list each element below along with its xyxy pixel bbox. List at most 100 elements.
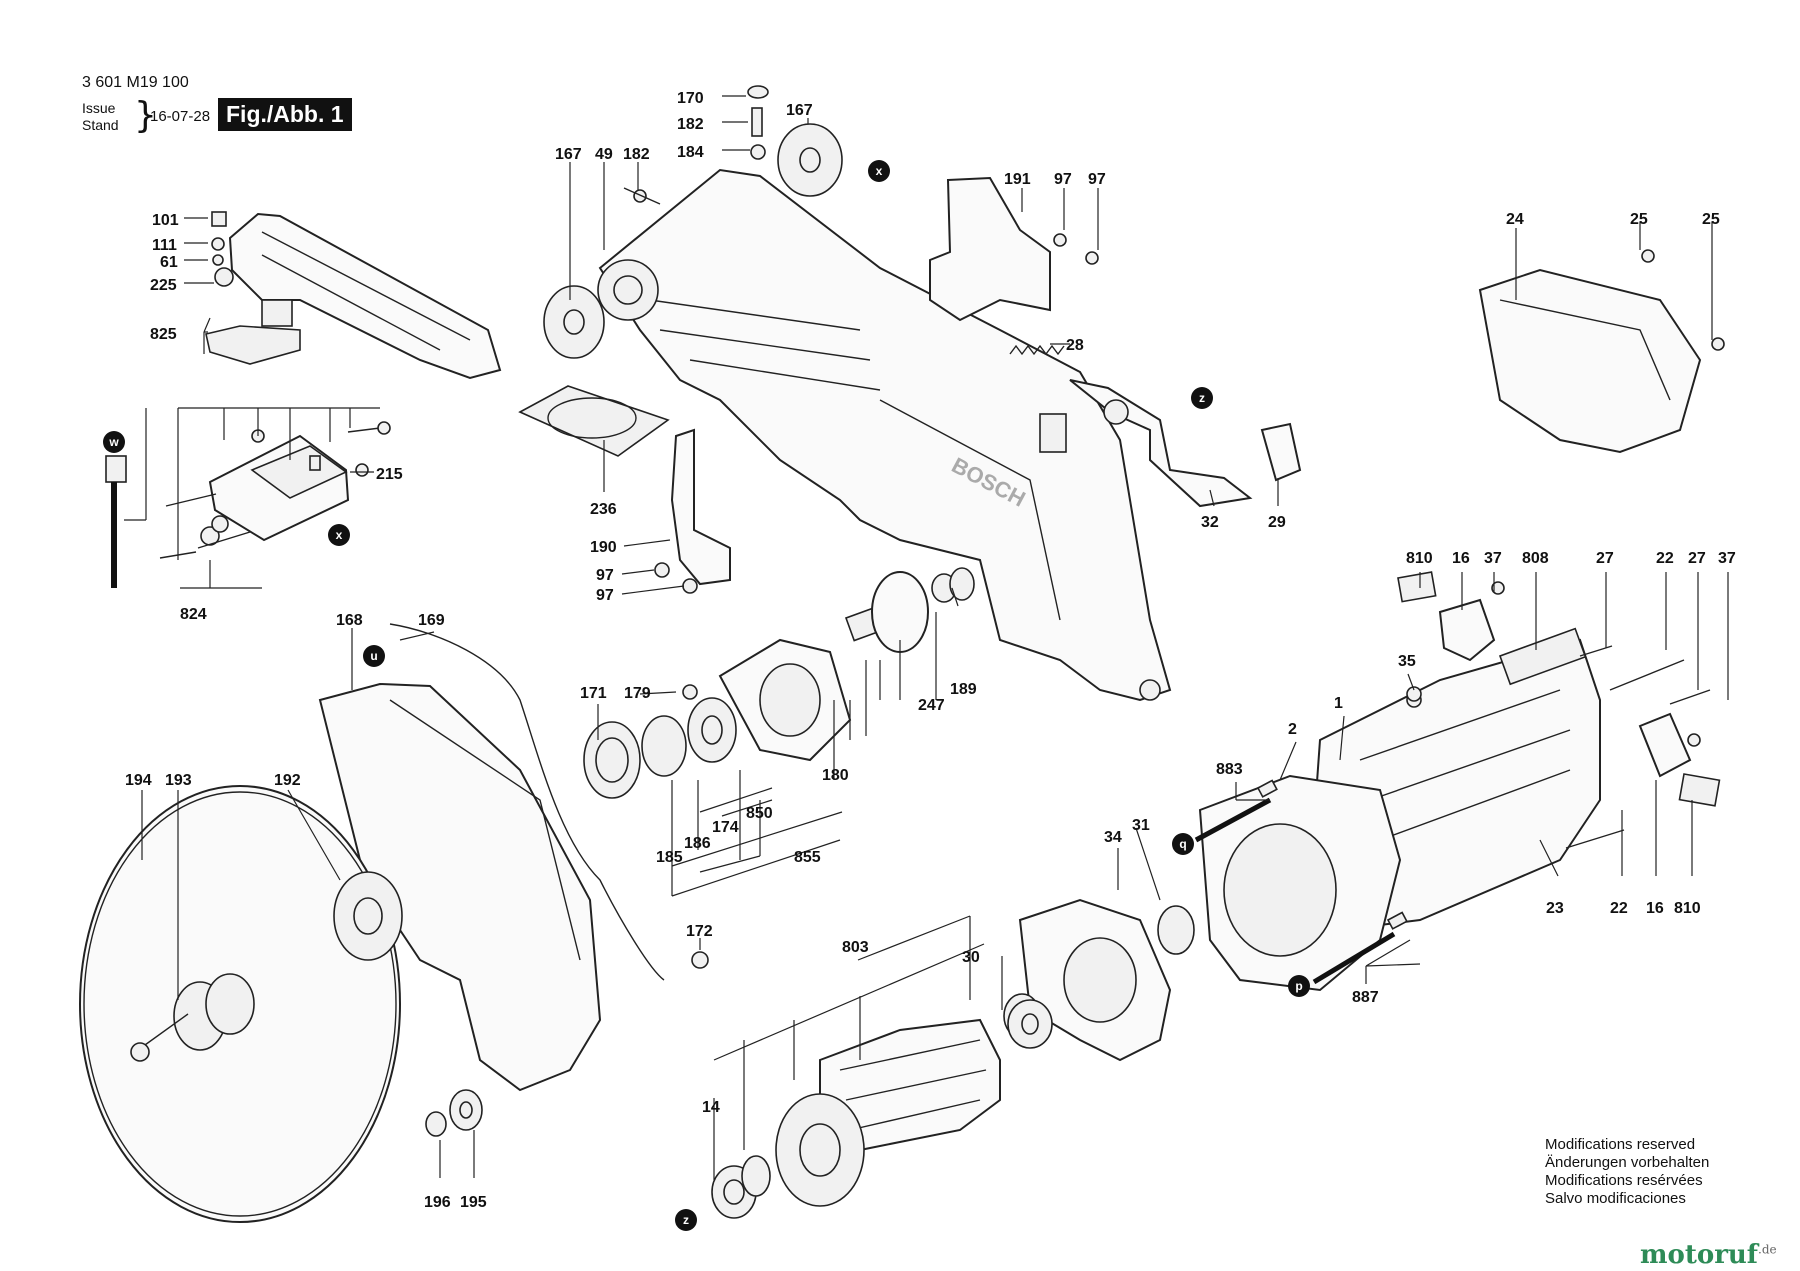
part-label: 25 <box>1630 211 1648 228</box>
fan-baffle-34-part <box>1018 898 1172 1062</box>
watermark-logo: motoruf.de <box>1640 1240 1777 1270</box>
part-label: 27 <box>1688 550 1706 567</box>
part-label: 49 <box>595 146 613 163</box>
marker-x-top: x <box>868 160 890 182</box>
part-label: 30 <box>962 949 980 966</box>
part-label: 191 <box>1004 171 1031 188</box>
part-label: 24 <box>1506 211 1524 228</box>
brace-symbol: } <box>134 95 157 136</box>
screw-35-part <box>1406 686 1422 702</box>
spring-28-part <box>1009 344 1065 356</box>
part-label: 196 <box>424 1194 451 1211</box>
part-label: 225 <box>150 277 177 294</box>
washer-167-left <box>543 285 605 359</box>
saw-blade-part <box>79 785 401 1223</box>
part-label: 170 <box>677 90 704 107</box>
part-label: 16 <box>1452 550 1470 567</box>
part-label: 168 <box>336 612 363 629</box>
svg-text:z: z <box>1199 391 1205 405</box>
bearing-31-part <box>1157 905 1195 955</box>
part-label: 35 <box>1398 653 1416 670</box>
upper-guard-part <box>205 211 502 380</box>
part-label: 14 <box>702 1099 720 1116</box>
bearing-14-part <box>711 1155 771 1219</box>
switch-assembly-part <box>105 421 391 588</box>
part-label: 192 <box>274 772 301 789</box>
part-label: 23 <box>1546 900 1564 917</box>
marker-p: p <box>1288 975 1310 997</box>
washer-196-part <box>425 1111 447 1137</box>
svg-text:x: x <box>876 164 883 178</box>
part-label: 16 <box>1646 900 1664 917</box>
issue-date: 16-07-28 <box>150 108 211 125</box>
part-label: 169 <box>418 612 445 629</box>
modifications-line-en: Modifications reserved <box>1545 1136 1696 1153</box>
part-label: 810 <box>1406 550 1433 567</box>
part-label: 27 <box>1596 550 1614 567</box>
svg-text:u: u <box>370 649 377 663</box>
part-label: 172 <box>686 923 713 940</box>
marker-q: q <box>1172 833 1194 855</box>
marker-z-bottom: z <box>675 1209 697 1231</box>
part-label: 28 <box>1066 337 1084 354</box>
modifications-line-fr: Modifications resérvées <box>1545 1172 1703 1189</box>
bearing-30-part <box>1007 999 1053 1049</box>
part-label: 824 <box>180 606 207 623</box>
part-label: 887 <box>1352 989 1379 1006</box>
watermark-suffix: .de <box>1758 1242 1777 1257</box>
part-label: 171 <box>580 685 607 702</box>
part-label: 97 <box>1088 171 1106 188</box>
part-label: 195 <box>460 1194 487 1211</box>
part-label: 186 <box>684 835 711 852</box>
part-label: 808 <box>1522 550 1549 567</box>
washer-167-right <box>777 123 843 197</box>
svg-text:q: q <box>1179 837 1186 851</box>
part-label: 61 <box>160 254 178 271</box>
part-label: 174 <box>712 819 739 836</box>
part-label: 179 <box>624 685 651 702</box>
watermark-text: motoruf <box>1640 1240 1758 1270</box>
brush-holder-upper-part <box>1397 571 1685 691</box>
part-label: 810 <box>1674 900 1701 917</box>
issue-stand-labels: Issue Stand <box>82 100 119 134</box>
seal-169-part <box>389 623 665 981</box>
part-label: 189 <box>950 681 977 698</box>
stator-2-part <box>1198 774 1402 992</box>
svg-text:w: w <box>108 435 119 449</box>
part-label: 194 <box>125 772 152 789</box>
bearing-stack-part <box>583 638 852 799</box>
modifications-line-de: Änderungen vorbehalten <box>1545 1154 1710 1171</box>
figure-label: Fig./Abb. 1 <box>218 98 352 131</box>
part-label: 97 <box>596 567 614 584</box>
part-label: 236 <box>590 501 617 518</box>
marker-z-top: z <box>1191 387 1213 409</box>
part-label: 855 <box>794 849 821 866</box>
part-label: 883 <box>1216 761 1243 778</box>
stand-label: Stand <box>82 117 119 133</box>
part-label: 185 <box>656 849 683 866</box>
marker-w: w <box>103 431 125 453</box>
part-label: 29 <box>1268 514 1286 531</box>
screw-172-part <box>691 951 709 969</box>
part-label: 193 <box>165 772 192 789</box>
issue-label: Issue <box>82 100 116 116</box>
screw-887-part <box>1312 911 1408 985</box>
part-label: 184 <box>677 144 704 161</box>
part-label: 247 <box>918 697 945 714</box>
part-label: 215 <box>376 466 403 483</box>
marker-u: u <box>363 645 385 667</box>
modifications-notice: Modifications reserved Änderungen vorbeh… <box>1545 1136 1709 1208</box>
part-label: 37 <box>1484 550 1502 567</box>
part-label: 22 <box>1610 900 1628 917</box>
part-label: 37 <box>1718 550 1736 567</box>
part-label: 182 <box>677 116 704 133</box>
part-label: 167 <box>555 146 582 163</box>
modifications-line-es: Salvo modificaciones <box>1545 1190 1686 1207</box>
part-label: 22 <box>1656 550 1674 567</box>
part-label: 25 <box>1702 211 1720 228</box>
part-number-labels: 170 182 184 167 167 49 182 191 97 97 24 … <box>125 90 1736 1211</box>
bracket-190-part <box>654 428 731 594</box>
part-label: 111 <box>152 237 177 254</box>
